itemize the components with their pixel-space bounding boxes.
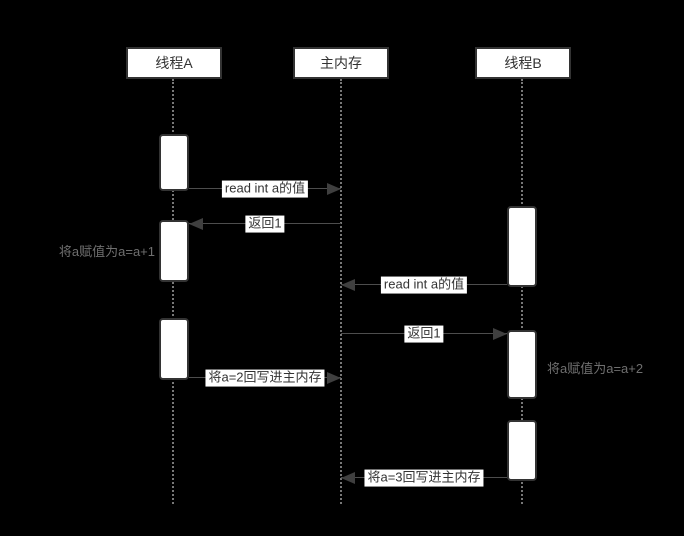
activation-thread-a-2 <box>159 220 189 282</box>
lifeline-thread-b <box>521 79 523 504</box>
message-label: read int a的值 <box>380 276 468 294</box>
lifeline-main-memory <box>340 79 342 504</box>
actor-box-thread-b: 线程B <box>475 47 571 79</box>
activation-thread-a-1 <box>159 134 189 191</box>
arrowhead-right-icon <box>493 328 507 340</box>
activation-thread-b-1 <box>507 206 537 287</box>
message-label: 返回1 <box>404 325 444 343</box>
message-label: 返回1 <box>245 215 285 233</box>
arrowhead-right-icon <box>327 372 341 384</box>
note-assign-a-plus-2: 将a赋值为a=a+2 <box>547 361 644 376</box>
activation-thread-a-3 <box>159 318 189 380</box>
arrowhead-right-icon <box>327 183 341 195</box>
actor-box-thread-a: 线程A <box>126 47 222 79</box>
arrowhead-left-icon <box>189 218 203 230</box>
note-assign-a-plus-1: 将a赋值为a=a+1 <box>58 244 155 259</box>
activation-thread-b-3 <box>507 420 537 481</box>
actor-label-main-memory: 主内存 <box>320 55 362 71</box>
arrowhead-left-icon <box>341 279 355 291</box>
arrowhead-left-icon <box>341 472 355 484</box>
message-label: read int a的值 <box>221 180 309 198</box>
message-label: 将a=2回写进主内存 <box>205 369 325 387</box>
actor-label-thread-b: 线程B <box>504 55 542 71</box>
actor-label-thread-a: 线程A <box>155 55 193 71</box>
activation-thread-b-2 <box>507 330 537 399</box>
message-label: 将a=3回写进主内存 <box>364 469 484 487</box>
lifeline-thread-a <box>172 79 174 504</box>
actor-box-main-memory: 主内存 <box>293 47 389 79</box>
